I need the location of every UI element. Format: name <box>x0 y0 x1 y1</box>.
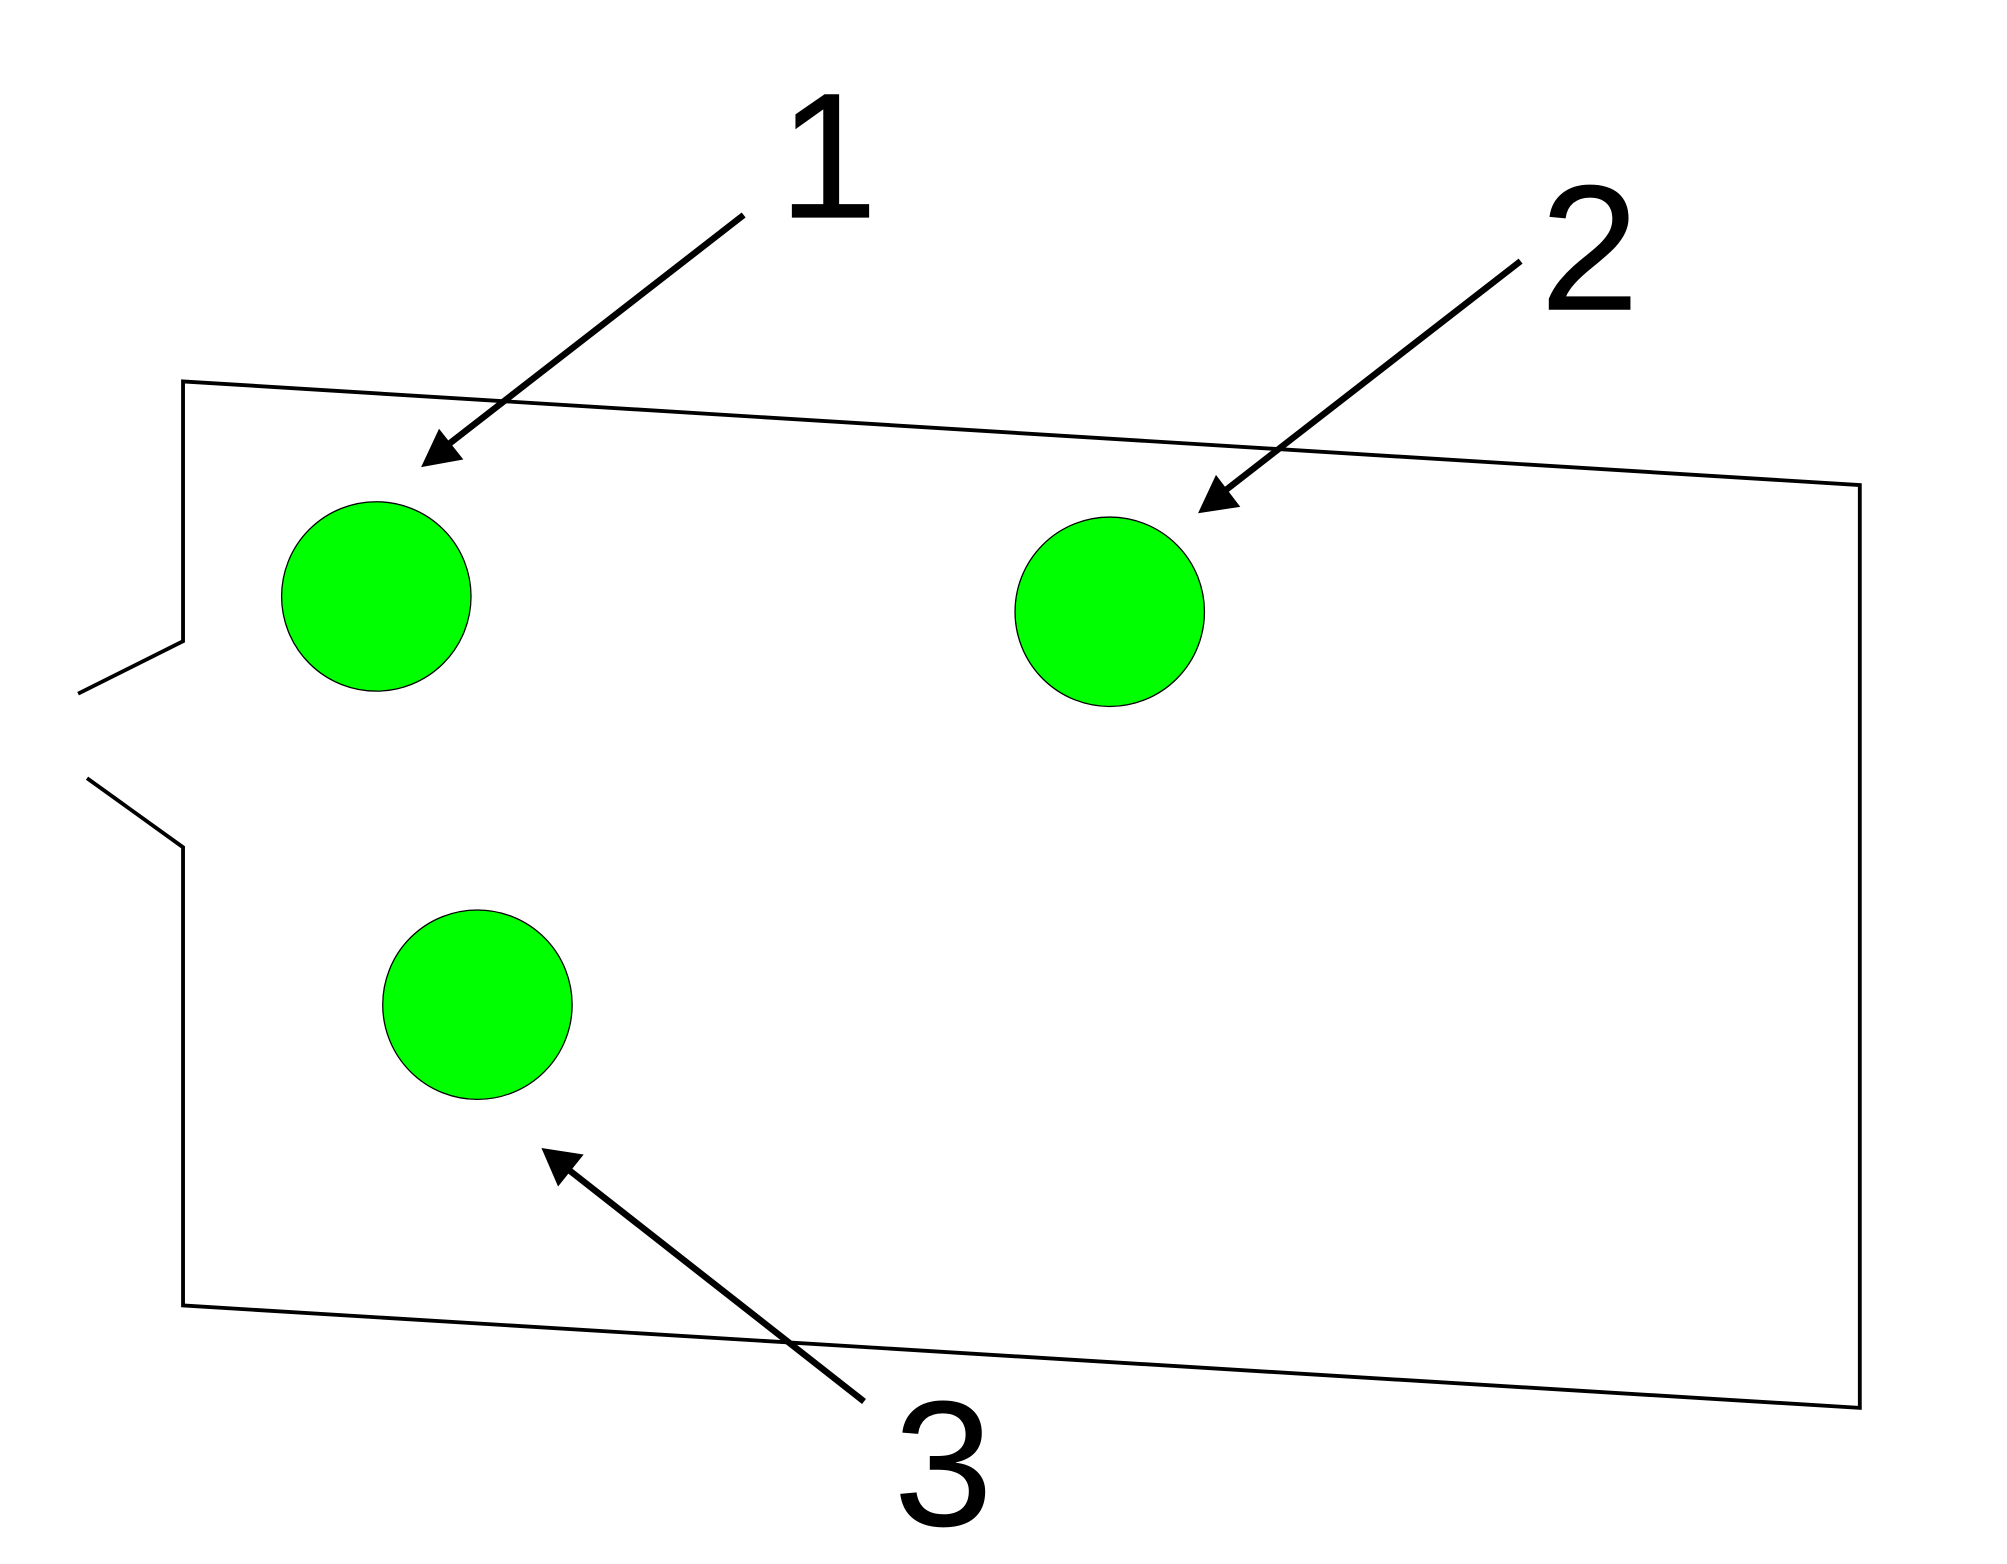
arrowhead-1 <box>421 428 464 468</box>
green-dot-1 <box>280 501 472 692</box>
arrowhead-3 <box>541 1148 584 1187</box>
panel-outline <box>77 379 1862 1410</box>
green-dot-3 <box>382 909 573 1101</box>
arrow-2 <box>1220 258 1523 496</box>
label-2: 2 <box>1540 148 1640 348</box>
green-dot-2 <box>1014 516 1206 708</box>
label-3: 3 <box>893 1364 993 1564</box>
arrowhead-2 <box>1198 474 1241 514</box>
label-1: 1 <box>778 56 878 256</box>
arrow-1 <box>443 212 746 450</box>
arrow-3 <box>565 1166 866 1404</box>
